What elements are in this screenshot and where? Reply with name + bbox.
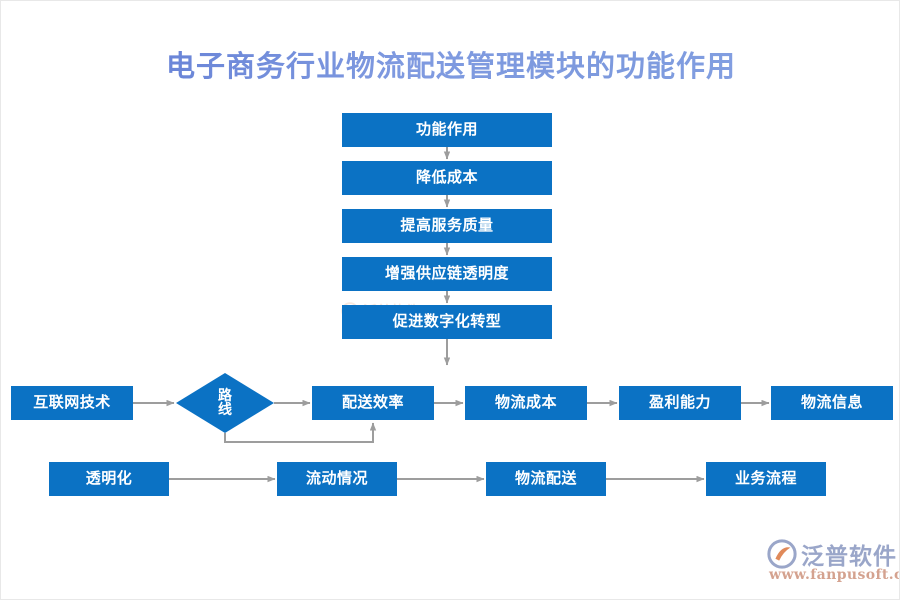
diamond-label: 路线	[218, 388, 232, 418]
logo-url-text: www.fanpusoft.com	[769, 567, 899, 583]
node-wuliu-peisong[interactable]: 物流配送	[486, 462, 606, 496]
node-yewu-liucheng[interactable]: 业务流程	[706, 462, 826, 496]
logo-brand-text: 泛普软件	[801, 544, 897, 570]
node-wuliu-chengben[interactable]: 物流成本	[465, 386, 587, 420]
node-peisong-xiaolv[interactable]: 配送效率	[312, 386, 434, 420]
node-wuliu-xinxi[interactable]: 物流信息	[771, 386, 893, 420]
node-cujin-shuzihua-zhuanxing[interactable]: 促进数字化转型	[342, 305, 552, 339]
fanpu-logo: 泛普软件 www.fanpusoft.com	[767, 537, 899, 593]
node-zengqiang-gongyinglian-toumingdu[interactable]: 增强供应链透明度	[342, 257, 552, 291]
node-tigao-fuwu-zhiliang[interactable]: 提高服务质量	[342, 209, 552, 243]
node-luxian-decision[interactable]: 路线	[176, 373, 274, 433]
page-title: 电子商务行业物流配送管理模块的功能作用	[1, 43, 899, 85]
node-hulianwang-jishu[interactable]: 互联网技术	[11, 386, 133, 420]
node-yingli-nengli[interactable]: 盈利能力	[619, 386, 741, 420]
node-jiangdi-chengben[interactable]: 降低成本	[342, 161, 552, 195]
node-touminghua[interactable]: 透明化	[49, 462, 169, 496]
node-liudong-qingkuang[interactable]: 流动情况	[277, 462, 397, 496]
node-gongneng-zuoyong[interactable]: 功能作用	[342, 113, 552, 147]
fanpu-logo-icon	[767, 539, 797, 569]
